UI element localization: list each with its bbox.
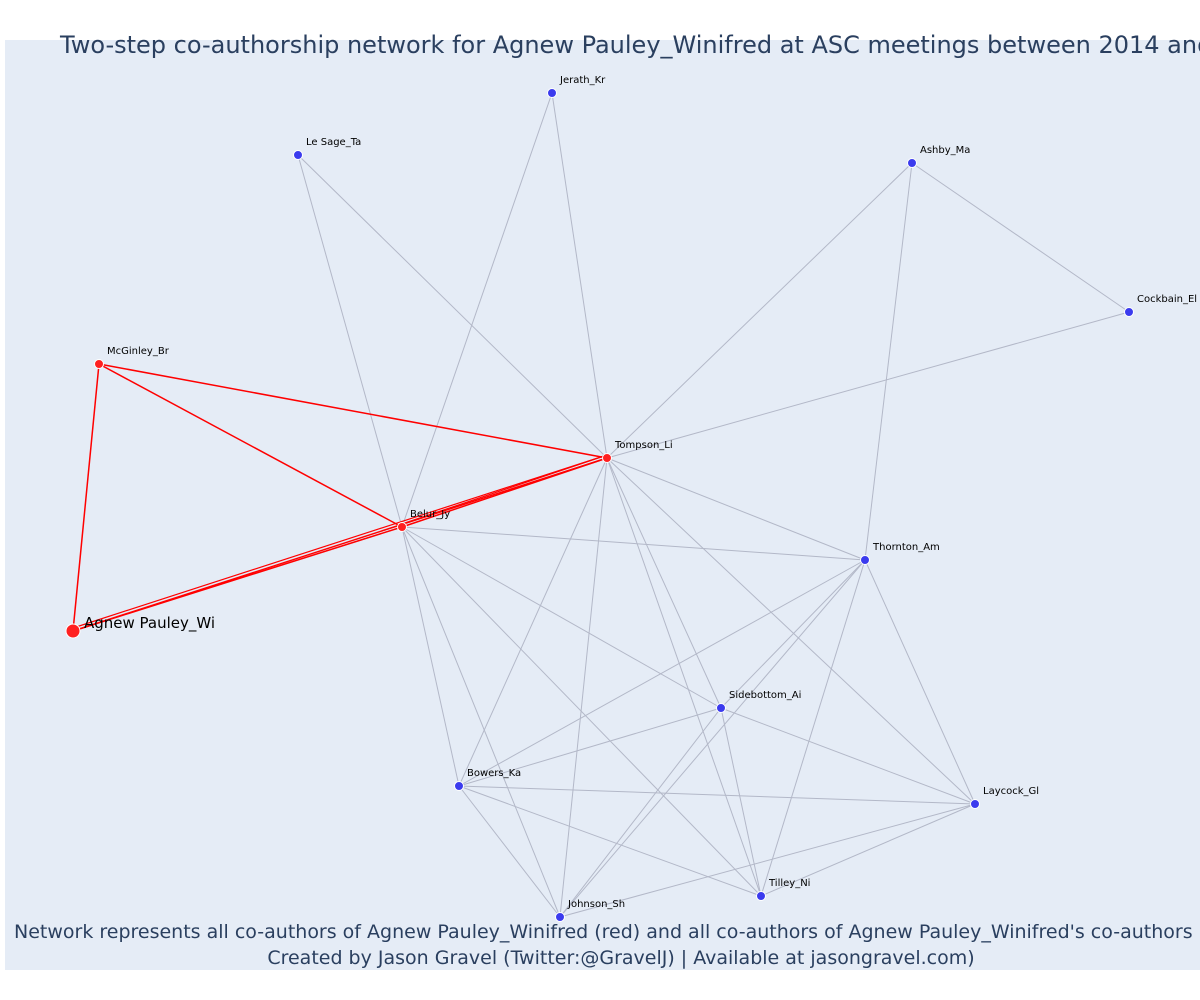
- node-label-thornton: Thornton_Am: [872, 542, 940, 553]
- edge-laycock-tilley: [760, 803, 976, 897]
- edges-layer: [72, 92, 1130, 918]
- edge-sidebottom-johnson: [559, 707, 722, 918]
- node-label-jerath: Jerath_Kr: [559, 75, 606, 86]
- edge-bowers-laycock: [458, 785, 976, 805]
- node-mcginley[interactable]: [94, 359, 104, 369]
- caption-line-1: Network represents all co-authors of Agn…: [14, 921, 1200, 943]
- edge-sidebottom-tilley: [720, 707, 762, 897]
- edge-jerath-tompson: [551, 92, 608, 459]
- node-tompson[interactable]: [602, 453, 612, 463]
- edge-jerath-belur: [401, 92, 553, 528]
- ego-edge-mcginley-belur: [98, 363, 403, 528]
- edge-belur-johnson: [401, 526, 561, 918]
- ego-edge-agnew-mcginley: [72, 363, 100, 632]
- node-label-tilley: Tilley_Ni: [768, 878, 810, 889]
- edge-thornton-bowers: [458, 559, 866, 787]
- node-ashby[interactable]: [907, 158, 917, 168]
- edge-laycock-johnson: [559, 803, 976, 918]
- caption-line-2: Created by Jason Gravel (Twitter:@Gravel…: [267, 947, 974, 969]
- edge-belur-tilley: [401, 526, 762, 897]
- node-lesage[interactable]: [293, 150, 303, 160]
- node-label-laycock: Laycock_Gl: [983, 786, 1039, 797]
- edge-thornton-johnson: [559, 559, 866, 918]
- edge-bowers-johnson: [458, 785, 561, 918]
- edge-sidebottom-bowers: [458, 707, 722, 787]
- ego-edge-double-agnew-tompson: [72, 454, 608, 629]
- node-cockbain[interactable]: [1124, 307, 1134, 317]
- node-label-cockbain: Cockbain_El: [1137, 294, 1197, 305]
- node-thornton[interactable]: [860, 555, 870, 565]
- edge-belur-bowers: [401, 526, 460, 787]
- edge-tompson-johnson: [559, 457, 608, 918]
- node-label-belur: Belur_Jy: [410, 509, 450, 520]
- node-sidebottom[interactable]: [716, 703, 726, 713]
- node-johnson[interactable]: [555, 912, 565, 922]
- edge-ashby-thornton: [864, 162, 913, 561]
- edge-ashby-tompson: [606, 162, 913, 459]
- node-agnew[interactable]: [65, 623, 81, 639]
- edge-tompson-sidebottom: [606, 457, 722, 709]
- node-label-agnew: Agnew Pauley_Wi: [84, 614, 215, 633]
- node-label-bowers: Bowers_Ka: [467, 768, 521, 779]
- node-label-sidebottom: Sidebottom_Ai: [729, 690, 801, 701]
- nodes-layer: [65, 88, 1134, 922]
- ego-edge-mcginley-tompson: [98, 363, 608, 459]
- ego-edge-belur-tompson: [401, 457, 608, 528]
- edge-sidebottom-laycock: [720, 707, 976, 805]
- edge-tompson-tilley: [606, 457, 762, 897]
- edge-tompson-bowers: [458, 457, 608, 787]
- node-label-mcginley: McGinley_Br: [107, 346, 170, 357]
- node-bowers[interactable]: [454, 781, 464, 791]
- node-label-tompson: Tompson_Li: [614, 440, 673, 451]
- ego-edge-agnew-tompson: [72, 457, 608, 632]
- edge-thornton-sidebottom: [720, 559, 866, 709]
- chart-title: Two-step co-authorship network for Agnew…: [59, 31, 1200, 59]
- node-label-lesage: Le Sage_Ta: [306, 137, 361, 148]
- edge-lesage-tompson: [297, 154, 608, 459]
- node-tilley[interactable]: [756, 891, 766, 901]
- node-jerath[interactable]: [547, 88, 557, 98]
- node-label-johnson: Johnson_Sh: [567, 899, 625, 910]
- edge-belur-thornton: [401, 526, 866, 561]
- edge-thornton-laycock: [864, 559, 976, 805]
- node-label-ashby: Ashby_Ma: [920, 145, 970, 156]
- edge-thornton-tilley: [760, 559, 866, 897]
- edge-tompson-laycock: [606, 457, 976, 805]
- edge-tompson-thornton: [606, 457, 866, 561]
- edge-bowers-tilley: [458, 785, 762, 897]
- edge-cockbain-tompson: [606, 311, 1130, 459]
- node-laycock[interactable]: [970, 799, 980, 809]
- edge-lesage-belur: [297, 154, 403, 528]
- ego-edge-double-belur-tompson: [401, 454, 608, 525]
- node-belur[interactable]: [397, 522, 407, 532]
- edge-belur-sidebottom: [401, 526, 722, 709]
- edge-ashby-cockbain: [911, 162, 1130, 313]
